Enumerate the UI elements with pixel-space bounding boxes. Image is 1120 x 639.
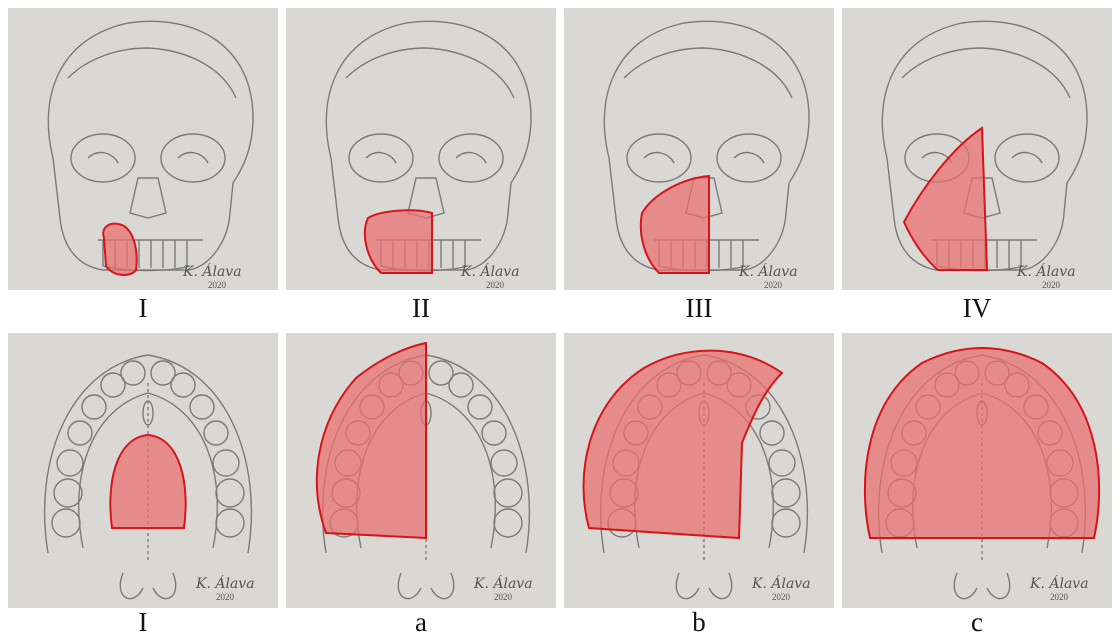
skull-drawing: K. Álava 2020 bbox=[8, 8, 278, 290]
signature-year: 2020 bbox=[486, 280, 505, 290]
signature: K. Álava bbox=[738, 262, 798, 280]
top-panel-1: K. Álava 2020 bbox=[8, 8, 278, 290]
top-panel-4: K. Álava 2020 bbox=[842, 8, 1112, 290]
arch-drawing: K. Álava 2020 bbox=[564, 333, 834, 608]
signature: K. Álava bbox=[1029, 574, 1089, 592]
bottom-panel-4: K. Álava 2020 bbox=[842, 333, 1112, 608]
signature-year: 2020 bbox=[208, 280, 227, 290]
skull-drawing: K. Álava 2020 bbox=[564, 8, 834, 290]
signature-year: 2020 bbox=[494, 592, 513, 602]
highlight-region bbox=[110, 435, 185, 528]
caption-top-4: IV bbox=[839, 295, 1115, 322]
signature-year: 2020 bbox=[216, 592, 235, 602]
caption-top-3: III bbox=[561, 295, 837, 322]
arch-drawing: K. Álava 2020 bbox=[842, 333, 1112, 608]
arch-drawing: K. Álava 2020 bbox=[286, 333, 556, 608]
skull-drawing: K. Álava 2020 bbox=[842, 8, 1112, 290]
caption-bottom-3: b bbox=[561, 609, 837, 636]
signature: K. Álava bbox=[473, 574, 533, 592]
caption-bottom-1: I bbox=[5, 609, 281, 636]
highlight-region bbox=[103, 224, 136, 275]
signature-year: 2020 bbox=[1042, 280, 1061, 290]
caption-top-2: II bbox=[283, 295, 559, 322]
arch-drawing: K. Álava 2020 bbox=[8, 333, 278, 608]
signature: K. Álava bbox=[460, 262, 520, 280]
signature-year: 2020 bbox=[764, 280, 783, 290]
signature-year: 2020 bbox=[772, 592, 791, 602]
signature: K. Álava bbox=[1016, 262, 1076, 280]
caption-top-1: I bbox=[5, 295, 281, 322]
signature: K. Álava bbox=[182, 262, 242, 280]
bottom-panel-1: K. Álava 2020 bbox=[8, 333, 278, 608]
top-panel-3: K. Álava 2020 bbox=[564, 8, 834, 290]
highlight-region bbox=[865, 348, 1099, 538]
skull-drawing: K. Álava 2020 bbox=[286, 8, 556, 290]
caption-bottom-4: c bbox=[839, 609, 1115, 636]
highlight-region bbox=[365, 210, 432, 273]
bottom-panel-2: K. Álava 2020 bbox=[286, 333, 556, 608]
highlight-region bbox=[584, 351, 782, 538]
signature: K. Álava bbox=[751, 574, 811, 592]
signature: K. Álava bbox=[195, 574, 255, 592]
highlight-region bbox=[317, 343, 426, 538]
caption-bottom-2: a bbox=[283, 609, 559, 636]
bottom-panel-3: K. Álava 2020 bbox=[564, 333, 834, 608]
signature-year: 2020 bbox=[1050, 592, 1069, 602]
highlight-region bbox=[904, 128, 987, 270]
highlight-region bbox=[641, 176, 709, 273]
top-panel-2: K. Álava 2020 bbox=[286, 8, 556, 290]
